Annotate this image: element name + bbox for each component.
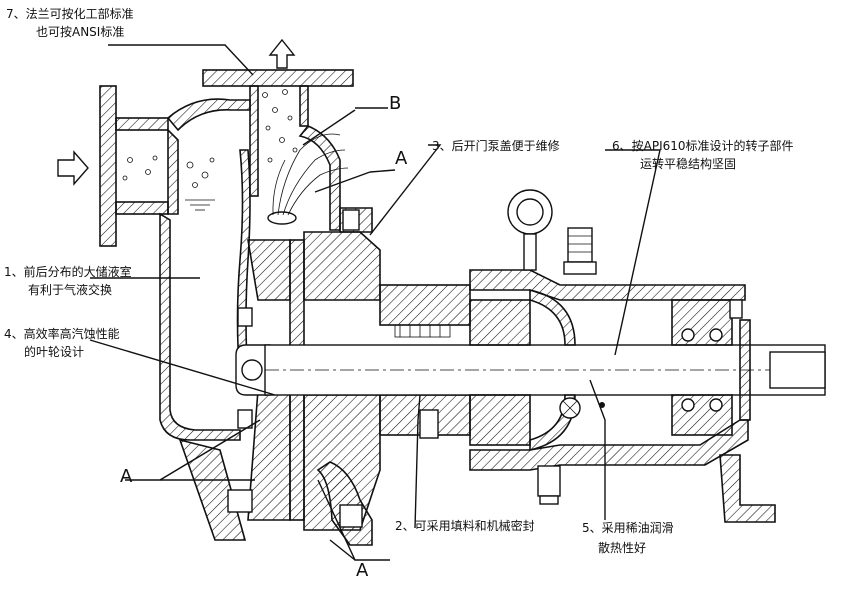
flow-lines <box>267 133 349 225</box>
callout-1-line1: 1、前后分布的大储液室 <box>4 265 132 279</box>
lifting-eye-icon <box>507 189 553 271</box>
label-a-left: A <box>120 466 133 487</box>
callout-5-line1: 5、采用稀油润滑 <box>582 521 674 535</box>
callout-1-line2: 有利于气液交换 <box>28 283 113 297</box>
callout-3: 3、后开门泵盖便于维修 <box>432 139 560 153</box>
discharge-arrow-icon <box>268 38 296 69</box>
suction-flange <box>99 85 251 247</box>
label-b: B <box>389 93 402 114</box>
label-a-top: A <box>395 148 408 169</box>
leader-lines <box>89 44 661 561</box>
callout-6-line1: 6、按API610标准设计的转子部件 <box>612 139 794 153</box>
callout-4-line2: 的叶轮设计 <box>24 345 85 359</box>
callout-2: 2、可采用填料和机械密封 <box>395 519 535 533</box>
callout-6-line2: 运转平稳结构坚固 <box>640 157 737 171</box>
bearing-frame <box>469 269 751 471</box>
discharge-flange <box>202 69 354 231</box>
oil-plug-icon <box>563 227 597 275</box>
support-foot <box>719 454 776 523</box>
callout-7-line1: 7、法兰可按化工部标准 <box>6 7 134 21</box>
suction-arrow-icon <box>57 150 89 186</box>
callout-5-line2: 散热性好 <box>598 541 647 555</box>
callout-4-line1: 4、高效率高汽蚀性能 <box>4 327 120 341</box>
bubbles <box>122 89 298 188</box>
label-a-bottom: A <box>356 560 369 581</box>
callout-7-line2: 也可按ANSI标准 <box>36 25 125 39</box>
shaft <box>264 344 826 396</box>
oil-sight-glass-icon <box>559 397 605 419</box>
reservoir-casing <box>159 128 251 541</box>
bolts <box>227 209 743 528</box>
